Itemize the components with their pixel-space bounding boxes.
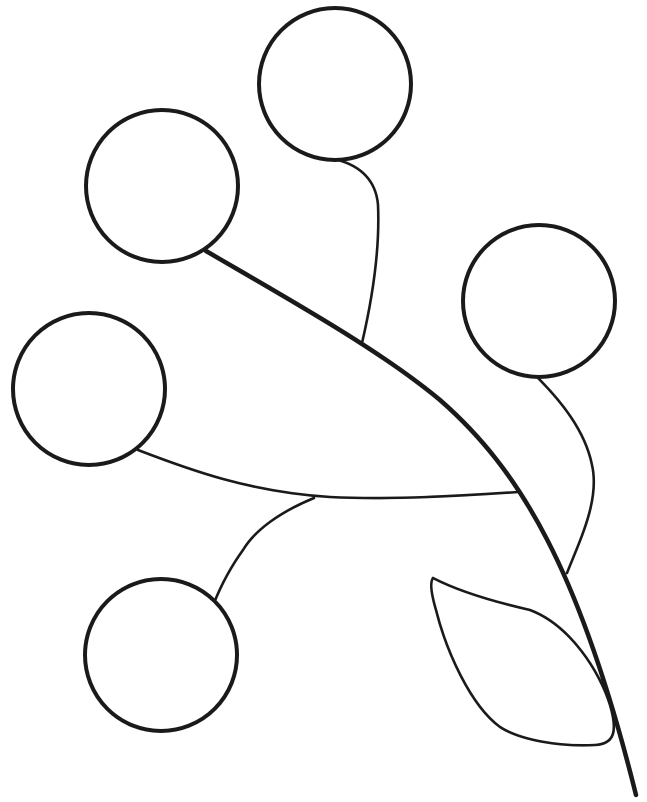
circle-top-middle: [259, 8, 411, 160]
stem-right-circle: [537, 377, 594, 573]
leaf-shape: [431, 578, 614, 745]
stem-top-circle: [338, 160, 378, 343]
circle-upper-left: [86, 110, 238, 262]
circle-right: [463, 225, 615, 377]
stem-left-circle: [138, 450, 518, 498]
circle-bottom-left: [85, 579, 237, 731]
circle-middle-left: [13, 313, 165, 465]
stem-bottom-circle: [214, 498, 314, 603]
